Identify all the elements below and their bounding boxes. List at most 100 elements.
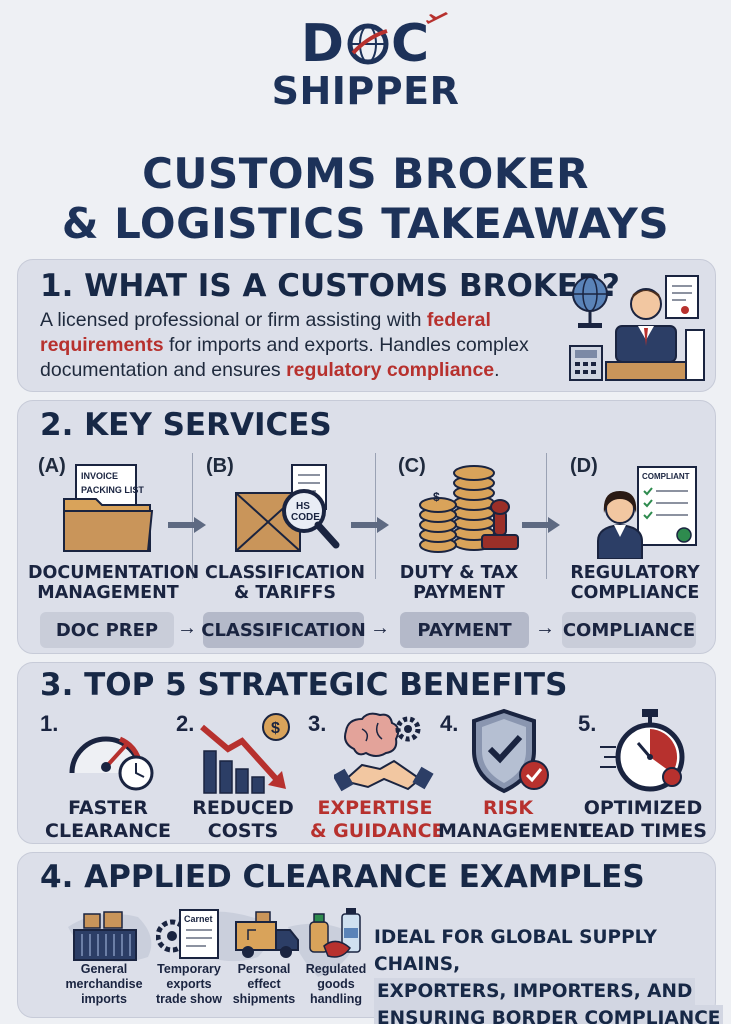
example-3-line3: shipments — [232, 992, 296, 1006]
desc-highlight-federal: federal requirements — [40, 309, 491, 356]
callout-line2: EXPORTERS, IMPORTERS, AND — [374, 978, 696, 1005]
benefit-2-number: 2. — [176, 711, 195, 736]
folder-documents-icon: INVOICE PACKING LIST — [63, 464, 154, 552]
doc-packing-label: PACKING LIST — [81, 485, 144, 495]
page-title-line1: CUSTOMS BROKER — [142, 149, 589, 198]
benefit-3-line1: EXPERTISE — [317, 797, 433, 819]
service-d-label-line2: COMPLIANCE — [570, 583, 700, 603]
flow-step-classification: CLASSIFICATION — [201, 612, 366, 648]
callout-line3: ENSURING BORDER COMPLIANCE — [374, 1005, 724, 1024]
service-b-label: CLASSIFICATION& TARIFFS — [202, 563, 368, 603]
carnet-tag: Carnet — [184, 914, 213, 924]
benefit-4-line2: MANAGEMENT — [438, 820, 592, 842]
benefit-2-line1: REDUCED — [192, 797, 294, 819]
service-divider — [546, 453, 547, 579]
flow-arrow: → — [535, 617, 555, 639]
compliant-sheet-label: COMPLIANT — [642, 472, 690, 481]
section-examples: 4. APPLIED CLEARANCE EXAMPLES — [17, 852, 716, 1018]
benefit-4-line1: RISK — [482, 797, 534, 819]
brain-handshake-icon — [334, 712, 434, 792]
logo-letter-c: C — [391, 14, 431, 74]
example-1-line3: imports — [81, 992, 127, 1006]
benefit-5-number: 5. — [578, 711, 597, 736]
logo-wordmark-bottom: SHIPPER — [271, 69, 460, 113]
desc-text-a: A licensed professional or firm assistin… — [40, 309, 427, 331]
cost-decrease-icon: $ — [200, 713, 290, 794]
doc-invoice-label: INVOICE — [81, 471, 118, 481]
compliance-officer-icon: COMPLIANT — [597, 466, 697, 559]
carnet-document-icon: Carnet — [156, 909, 219, 959]
arrow-right-icon — [168, 517, 206, 533]
section-what-is-broker: 1. WHAT IS A CUSTOMS BROKER? A licensed … — [17, 259, 716, 392]
shield-check-icon — [472, 708, 549, 794]
example-1-line1: General — [80, 962, 128, 976]
example-4-line3: handling — [309, 992, 363, 1006]
regulated-goods-icon — [309, 908, 361, 958]
logo-letter-d: D — [300, 14, 345, 74]
example-2-line1: Temporary — [157, 962, 221, 976]
service-a-label-line2: MANAGEMENT — [37, 583, 179, 603]
benefit-2-line2: COSTS — [207, 820, 279, 842]
service-b-label-line2: & TARIFFS — [234, 583, 336, 603]
service-b-letter: (B) — [206, 455, 234, 477]
dollar-sign: $ — [433, 490, 440, 504]
delivery-truck-icon — [235, 911, 299, 958]
desc-highlight-compliance: regulatory compliance — [286, 359, 495, 381]
page-title-line2: & LOGISTICS TAKEAWAYS — [61, 199, 670, 248]
benefit-1-line2: CLEARANCE — [45, 820, 171, 842]
benefit-5-line2: LEAD TIMES — [579, 820, 707, 842]
section1-description: A licensed professional or firm assistin… — [40, 308, 580, 383]
service-c-label-line1: DUTY & TAX — [399, 563, 519, 583]
airplane-icon — [426, 12, 449, 24]
benefit-3-number: 3. — [308, 711, 327, 736]
service-divider — [192, 453, 193, 579]
coins-stamp-icon: $ — [419, 465, 519, 553]
section2-heading: 2. KEY SERVICES — [40, 407, 332, 443]
service-d-letter: (D) — [570, 455, 598, 477]
desc-text-b: for imports and exports. Handles complex… — [40, 334, 529, 381]
example-3-line1: Personal — [237, 962, 291, 976]
container-boxes-icon — [73, 911, 137, 961]
benefit-4-number: 4. — [440, 711, 459, 736]
stopwatch-icon — [600, 709, 685, 792]
example-4-line1: Regulated — [305, 962, 367, 976]
service-b-label-line1: CLASSIFICATION — [205, 563, 365, 583]
flow-step-compliance: COMPLIANCE — [562, 612, 696, 648]
benefit-1-line1: FASTER — [68, 797, 148, 819]
service-c-label-line2: PAYMENT — [413, 583, 505, 603]
benefit-3-line2: & GUIDANCE — [310, 820, 445, 842]
dollar-coin-sign: $ — [271, 720, 280, 737]
desc-text-c: . — [494, 359, 500, 381]
flow-step-doc-prep: DOC PREP — [40, 612, 174, 648]
section1-heading: 1. WHAT IS A CUSTOMS BROKER? — [40, 268, 620, 304]
arrow-right-icon — [522, 517, 560, 533]
section4-heading: 4. APPLIED CLEARANCE EXAMPLES — [40, 859, 645, 895]
arrow-right-icon — [351, 517, 389, 533]
section3-heading: 3. TOP 5 STRATEGIC BENEFITS — [40, 667, 568, 703]
broker-illustration-icon — [569, 275, 705, 381]
service-a-label-line1: DOCUMENTATION — [28, 563, 200, 583]
service-a-letter: (A) — [38, 455, 66, 477]
service-c-letter: (C) — [398, 455, 426, 477]
examples-callout: IDEAL FOR GLOBAL SUPPLY CHAINS, EXPORTER… — [374, 924, 731, 1024]
flow-step-payment: PAYMENT — [400, 612, 529, 648]
example-4-line2: goods — [317, 977, 355, 991]
example-2-line3: trade show — [156, 992, 222, 1006]
flow-arrow: → — [177, 617, 197, 639]
example-2-line2: exports — [166, 977, 212, 991]
callout-line1: IDEAL FOR GLOBAL SUPPLY CHAINS, — [374, 927, 657, 975]
section-key-services: 2. KEY SERVICES (A) INVOICE PACKING LIST… — [17, 400, 716, 654]
globe-icon — [347, 23, 389, 65]
